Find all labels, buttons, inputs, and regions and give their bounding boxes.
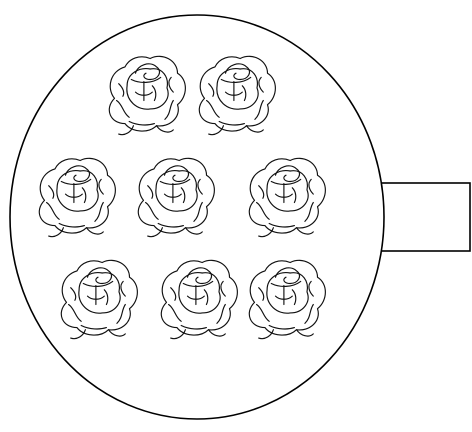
- diagram-stage: [0, 0, 472, 432]
- rose-count-diagram: [0, 0, 472, 432]
